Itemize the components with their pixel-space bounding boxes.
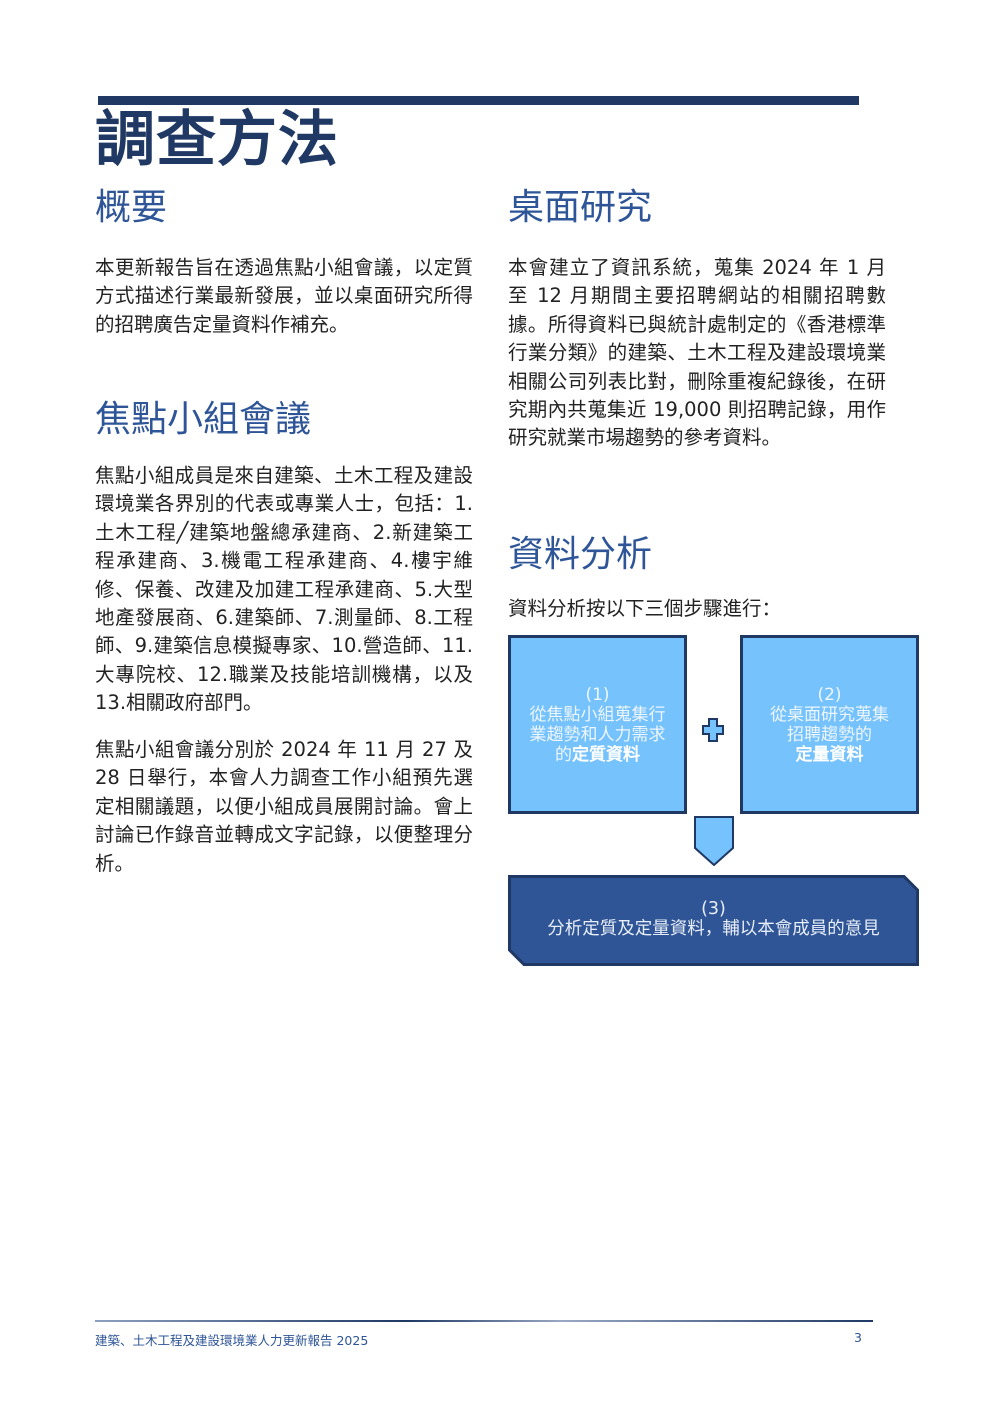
overview-heading: 概要 xyxy=(95,187,168,228)
step-3-box: (3) 分析定質及定量資料，輔以本會成員的意見 xyxy=(508,875,919,966)
page-number: 3 xyxy=(854,1330,862,1345)
down-arrow-icon xyxy=(694,816,734,866)
title-bar-decoration xyxy=(98,96,859,105)
desk-research-heading: 桌面研究 xyxy=(508,187,653,228)
desk-research-text: 本會建立了資訊系統，蒐集 2024 年 1 月至 12 月期間主要招聘網站的相關… xyxy=(508,256,886,450)
step-3-shape xyxy=(508,875,919,966)
focus-group-text-2: 焦點小組會議分別於 2024 年 11 月 27 及 28 日舉行，本會人力調查… xyxy=(95,738,473,875)
step-3-text: 分析定質及定量資料，輔以本會成員的意見 xyxy=(547,919,880,939)
step-2-box: (2) 從桌面研究蒐集招聘趨勢的 定量資料 xyxy=(740,635,919,814)
focus-group-heading: 焦點小組會議 xyxy=(95,399,312,440)
focus-group-text-1: 焦點小組成員是來自建築、土木工程及建設環境業各界別的代表或專業人士，包括：1.土… xyxy=(95,464,473,715)
plus-icon xyxy=(702,718,724,742)
analysis-intro: 資料分析按以下三個步驟進行： xyxy=(508,597,782,620)
step-1-box: (1) 從焦點小組蒐集行業趨勢和人力需求的定質資料 xyxy=(508,635,687,814)
footer-report-name: 建築、土木工程及建設環境業人力更新報告 2025 xyxy=(95,1333,369,1348)
footer-divider xyxy=(95,1320,873,1322)
overview-text: 本更新報告旨在透過焦點小組會議，以定質方式描述行業最新發展，並以桌面研究所得的招… xyxy=(95,256,473,336)
step-1-number: (1) xyxy=(585,684,610,705)
step-2-text: 從桌面研究蒐集招聘趨勢的 xyxy=(770,704,889,745)
step-2-bold: 定量資料 xyxy=(795,744,864,765)
analysis-heading: 資料分析 xyxy=(508,534,653,575)
step-3-number: (3) xyxy=(701,899,726,919)
step-2-number: (2) xyxy=(817,684,842,705)
step-1-bold: 定質資料 xyxy=(572,744,640,765)
page-title: 調查方法 xyxy=(95,105,339,175)
step-1-text: 從焦點小組蒐集行業趨勢和人力需求的 xyxy=(529,704,666,765)
